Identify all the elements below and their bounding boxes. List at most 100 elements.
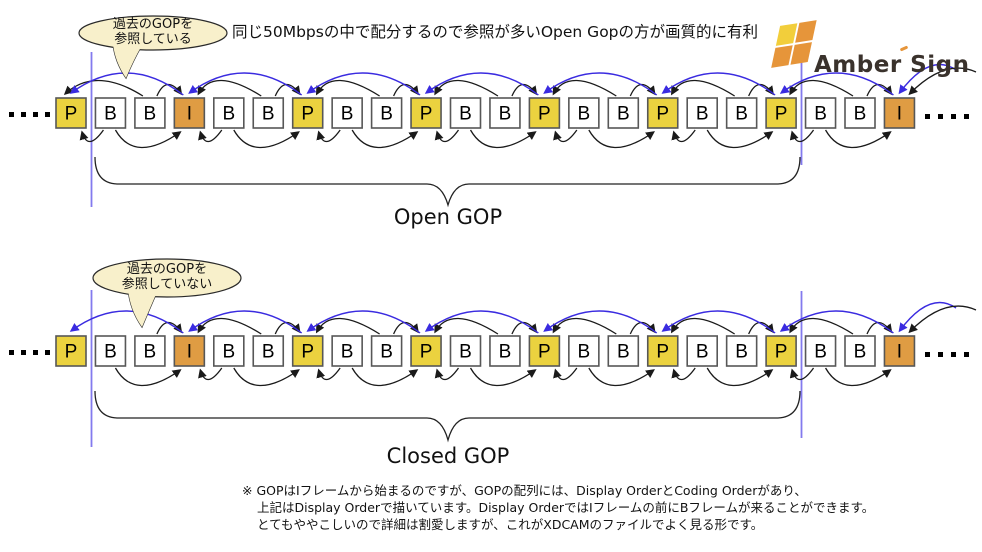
- row-closed-frame-letter: P: [65, 342, 78, 363]
- speech-bubble-closed-line1: 過去のGOPを: [126, 262, 208, 277]
- row-open-speech-bubble: [78, 15, 228, 51]
- row-closed-b-forward-ref-arc: [233, 367, 300, 387]
- row-open-frame-box-P: [410, 97, 442, 129]
- row-closed-anchor-ref-arc: [424, 310, 539, 334]
- row-closed-frame-letter: P: [538, 342, 551, 363]
- row-closed-frame-box-B: [607, 335, 640, 367]
- open-gop-label: Open GOP: [393, 205, 503, 229]
- row-closed-frame-letter: B: [735, 342, 748, 363]
- row-open-frame-box-B: [449, 97, 482, 129]
- row-open-b-backward-ref-arc: [671, 79, 735, 97]
- row-open-frame-letter: B: [380, 104, 393, 125]
- row-open-frame-box-B: [252, 97, 285, 129]
- row-closed-ellipsis-dot-right: [951, 352, 956, 357]
- row-closed-frame-letter: B: [578, 342, 591, 363]
- row-closed-frame-box-B: [568, 335, 600, 367]
- row-open-frame-letter: P: [420, 104, 433, 125]
- row-open-anchor-ref-arc: [779, 72, 894, 96]
- row-open-b-forward-ref-arc: [469, 129, 537, 149]
- row-open-speech-bubble-tail-fill: [113, 44, 141, 78]
- row-open-anchor-ref-arc: [424, 72, 539, 96]
- row-open-frame-box-I: [883, 97, 916, 129]
- row-closed-anchor-ref-arc: [188, 310, 303, 334]
- row-open-ellipsis-dot-right: [925, 114, 930, 119]
- row-closed-b-backward-ref-arc: [198, 367, 223, 381]
- row-open-b-backward-ref-arc: [315, 79, 380, 97]
- row-open-frame-letter: B: [144, 104, 157, 125]
- row-open-frame-box-P: [55, 97, 87, 129]
- row-open-frame-box-B: [331, 97, 363, 129]
- logo-mark-pane-orange: [790, 42, 812, 65]
- row-open-frame-letter: B: [499, 104, 512, 125]
- logo-mark-pane-orange: [795, 20, 817, 43]
- row-closed-b-backward-ref-arc: [552, 317, 617, 335]
- row-open-frame-box-P: [765, 97, 797, 129]
- row-closed-b-backward-ref-arc: [789, 367, 815, 381]
- row-open-frame-box-P: [646, 97, 679, 129]
- row-closed-b-backward-ref-arc: [315, 317, 380, 335]
- row-closed-frame-box-I: [883, 335, 916, 367]
- row-closed-ellipsis-dot-right: [938, 352, 943, 357]
- row-open-frame-letter: I: [897, 104, 902, 125]
- row-open-b-backward-ref-arc: [434, 79, 499, 97]
- row-open-frame-box-B: [725, 97, 758, 129]
- row-closed-frame-letter: B: [499, 342, 512, 363]
- row-open-b-forward-ref-arc: [706, 129, 774, 149]
- row-closed-anchor-ref-arc: [69, 310, 184, 334]
- row-closed-frame-letter: P: [656, 342, 669, 363]
- row-closed-b-backward-ref-arc: [671, 367, 696, 381]
- logo-mark-pane-orange: [771, 45, 793, 68]
- row-open-anchor-ref-arc: [306, 72, 421, 96]
- row-open-b-forward-ref-arc: [114, 129, 182, 149]
- row-closed-frame-box-B: [331, 335, 363, 367]
- row-closed-b-backward-ref-arc: [316, 367, 341, 381]
- row-open-frame-letter: B: [735, 104, 748, 125]
- row-closed-ellipsis-dot-left: [9, 350, 14, 355]
- row-open-b-backward-ref-arc: [316, 129, 341, 143]
- row-open-frame-box-P: [528, 97, 561, 129]
- row-open-frame-box-B: [607, 97, 640, 129]
- row-open-frame-box-B: [94, 97, 127, 129]
- row-closed-b-backward-ref-arc: [789, 317, 854, 335]
- row-open-b-backward-ref-arc: [434, 129, 460, 143]
- row-closed-frame-box-B: [804, 335, 837, 367]
- row-open-frame-letter: B: [617, 104, 630, 125]
- logo-mark: [771, 20, 817, 68]
- row-open-b-backward-ref-arc: [553, 129, 578, 143]
- row-closed-frame-letter: B: [459, 342, 472, 363]
- row-closed-frame-box-I: [173, 335, 206, 367]
- row-closed-frame-box-P: [528, 335, 561, 367]
- row-open-frame-letter: B: [696, 104, 709, 125]
- footnote-line-2: 上記はDisplay Orderで描いています。Display OrderではI…: [257, 500, 875, 515]
- row-closed-frame-box-P: [765, 335, 797, 367]
- row-open-ellipsis-dot-left: [21, 112, 26, 117]
- row-closed-ellipsis-dot-right: [925, 352, 930, 357]
- row-open-frame-box-B: [686, 97, 719, 129]
- row-closed-b-forward-ref-arc: [351, 367, 419, 387]
- row-closed-frame-box-B: [686, 335, 719, 367]
- row-open-frame-letter: B: [262, 104, 275, 125]
- row-open-frame-letter: B: [459, 104, 472, 125]
- row-closed-frame-letter: B: [222, 342, 235, 363]
- row-open-b-backward-ref-arc: [789, 79, 854, 97]
- row-closed-frame-letter: B: [814, 342, 827, 363]
- row-open-frame-box-B: [370, 97, 403, 129]
- row-open-frame-letter: P: [538, 104, 551, 125]
- row-open-ellipsis-dot-right: [951, 114, 956, 119]
- row-closed-frame-box-B: [134, 335, 166, 367]
- row-closed-frame-letter: P: [775, 342, 788, 363]
- row-open-b-backward-ref-arc: [789, 129, 815, 143]
- row-closed-frame-box-B: [449, 335, 482, 367]
- row-open-b-backward-ref-arc: [198, 129, 223, 143]
- row-closed-b-forward-ref-arc: [114, 367, 182, 387]
- row-closed-frame-letter: B: [854, 342, 867, 363]
- row-open-anchor-ref-arc-edge: [898, 63, 957, 95]
- row-open-frame-letter: B: [578, 104, 591, 125]
- row-closed-frame-letter: B: [341, 342, 354, 363]
- row-closed-frame-box-P: [646, 335, 679, 367]
- row-open-ellipsis-dot-right: [964, 114, 969, 119]
- row-open-ellipsis-dot-right: [938, 114, 943, 119]
- brand-wordmark: Amber Sign: [814, 52, 970, 78]
- row-open-b-backward-ref-arc: [552, 79, 617, 97]
- row-open-frame-letter: P: [775, 104, 788, 125]
